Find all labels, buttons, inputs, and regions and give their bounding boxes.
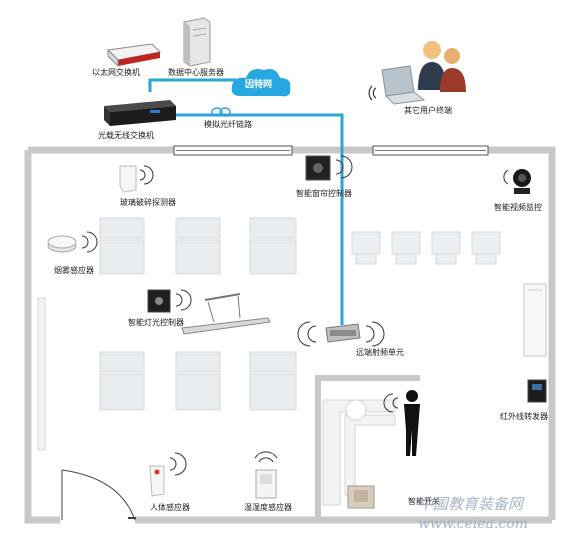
person-silhouette xyxy=(404,390,420,456)
label-human-sensor: 人体感应器 xyxy=(150,503,190,512)
inner-partition xyxy=(315,375,420,520)
label-ir-repeater: 红外线转发器 xyxy=(500,412,548,421)
left-window xyxy=(37,297,46,451)
light-controller-icon xyxy=(147,289,192,313)
watermark-cn: 中国教育装备网 xyxy=(418,495,524,513)
wifi-signal-other-terminals xyxy=(368,85,377,101)
temp-humidity-sensor-icon xyxy=(254,451,278,499)
rf-unit-icon xyxy=(297,321,385,347)
ceiling-lamp-icon xyxy=(181,293,271,335)
furniture-left xyxy=(99,217,297,411)
users-laptop-icon xyxy=(381,41,466,105)
label-optical-switch: 光载无线交换机 xyxy=(98,131,154,140)
air-conditioner-icon xyxy=(523,283,547,357)
label-temp-humidity: 温湿度感应器 xyxy=(244,503,292,512)
label-ethernet-switch: 以太网交换机 xyxy=(92,68,140,77)
label-smoke-detector: 烟雾感应器 xyxy=(54,266,94,275)
ethernet-switch-icon xyxy=(106,43,162,68)
glass-break-detector-icon xyxy=(119,165,154,193)
fiber-link xyxy=(148,78,344,325)
internet-cloud-icon xyxy=(231,69,291,97)
wifi-signal-person xyxy=(383,393,399,413)
window-controller-icon xyxy=(305,155,353,181)
label-light-controller: 智能灯光控制器 xyxy=(128,318,184,327)
server-icon xyxy=(183,17,211,67)
door xyxy=(61,469,136,521)
smoke-detector-icon xyxy=(47,231,98,253)
room-walls xyxy=(24,146,556,524)
label-glass-break: 玻璃破碎探测器 xyxy=(120,198,176,207)
label-video-monitor: 智能视频监控 xyxy=(494,203,542,212)
label-rof-link: 模拟光纤链路 xyxy=(204,120,252,129)
watermark-url: www.ceiea.com xyxy=(418,516,528,532)
label-window-controller: 智能窗帘控制器 xyxy=(296,189,352,198)
optical-switch-icon xyxy=(104,100,176,126)
top-windows xyxy=(173,145,489,156)
label-smart-switch: 智能开关 xyxy=(408,497,440,506)
label-data-center-server: 数据中心服务器 xyxy=(168,68,224,77)
camera-icon xyxy=(503,169,531,194)
fiber-coil-icon xyxy=(211,107,231,117)
smart-switch-icon xyxy=(347,485,375,509)
ir-repeater-icon xyxy=(527,379,547,403)
label-internet: 因特网 xyxy=(245,80,273,90)
chairs-right xyxy=(351,231,501,265)
label-other-terminals: 其它用户终端 xyxy=(404,106,452,115)
label-rf-unit: 远端射频单元 xyxy=(356,348,404,357)
human-sensor-icon xyxy=(149,452,187,497)
